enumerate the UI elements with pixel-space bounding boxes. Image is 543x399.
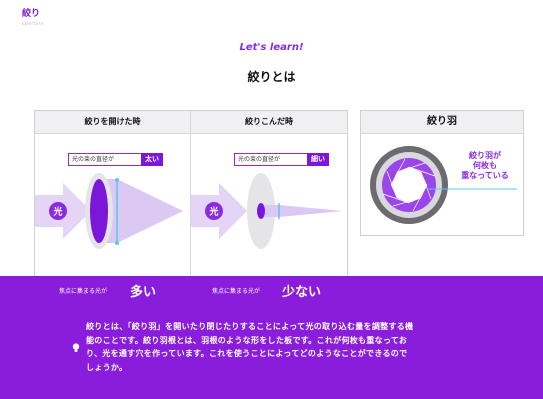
open-aperture-title: 絞りを開けた時: [35, 111, 191, 134]
open-light-stat-label: 焦点に集まる光が: [59, 288, 108, 295]
comparison-panel: 絞りを開けた時 絞りこんだ時 光 光 光の束の直径が 太い 光の束の直径が 細い: [34, 110, 348, 300]
right-diameter-tag: 細い: [307, 153, 329, 166]
lets-learn-label: Let's learn!: [239, 42, 304, 53]
left-diameter-label: 光の束の直径が 太い: [68, 153, 163, 166]
blade-caption: 絞り羽が 何枚も 重なっている: [455, 151, 515, 181]
light-badge-left: [49, 202, 67, 220]
light-cone-right: [261, 205, 343, 217]
closed-light-stat-value: 少ない: [282, 285, 322, 300]
closed-aperture-title: 絞りこんだ時: [191, 111, 347, 134]
blade-edges: [382, 158, 436, 212]
blade-caption-line1: 絞り羽が: [469, 151, 501, 160]
closed-aperture-diagram: 光: [191, 173, 343, 249]
left-diameter-tag: 太い: [141, 153, 163, 166]
explanation-text: 絞りとは、「絞り羽」を開いたり閉じたりすることによって光の取り込む量を調整する機…: [86, 320, 496, 374]
closed-light-stat: 焦点に集まる光が 少ない: [190, 278, 346, 300]
panel-divider: [190, 133, 191, 299]
lesson-heading: 絞りとは: [247, 70, 296, 84]
closed-light-stat-label: 焦点に集まる光が: [212, 288, 261, 295]
open-light-stat: 焦点に集まる光が 多い: [34, 278, 189, 300]
lightbulb-icon: [72, 343, 80, 352]
open-aperture-diagram: 光: [35, 173, 183, 249]
explanation-line-3: り、光を通す穴を作っています。これを使うことによってどのようなことができるので: [86, 349, 408, 358]
top-header: 絞り aperture: [22, 8, 44, 28]
page-subtitle: aperture: [22, 21, 44, 27]
explanation-line-4: しょうか。: [86, 362, 128, 372]
left-diameter-text: 光の束の直径が: [72, 156, 115, 163]
right-diameter-text: 光の束の直径が: [238, 156, 281, 163]
blade-caption-line2: 何枚も: [473, 161, 497, 170]
aperture-opening-left: [90, 179, 108, 243]
open-light-stat-value: 多い: [130, 285, 157, 300]
light-badge-right: [205, 202, 223, 220]
light-badge-text-left: 光: [52, 206, 62, 218]
aperture-hole: [391, 167, 427, 203]
light-cone-left: [99, 179, 183, 243]
aperture-opening-right: [257, 203, 265, 219]
right-diameter-label: 光の束の直径が 細い: [234, 153, 329, 166]
aperture-blade-diagram: [370, 146, 517, 224]
blade-caption-line3: 重なっている: [461, 171, 509, 180]
aperture-blade-title: 絞り羽: [361, 111, 523, 134]
aperture-blade-card: 絞り羽 絞り羽が 何枚も 重なっている: [360, 110, 524, 236]
explanation-line-1: 絞りとは、「絞り羽」を開いたり閉じたりすることによって光の取り込む量を調整する機: [86, 322, 414, 331]
explanation-line-2: 能のことです。絞り羽根とは、羽根のような形をした板です。これが何枚も重なってお: [86, 335, 408, 345]
light-badge-text-right: 光: [208, 206, 218, 218]
page-title: 絞り: [22, 9, 41, 19]
